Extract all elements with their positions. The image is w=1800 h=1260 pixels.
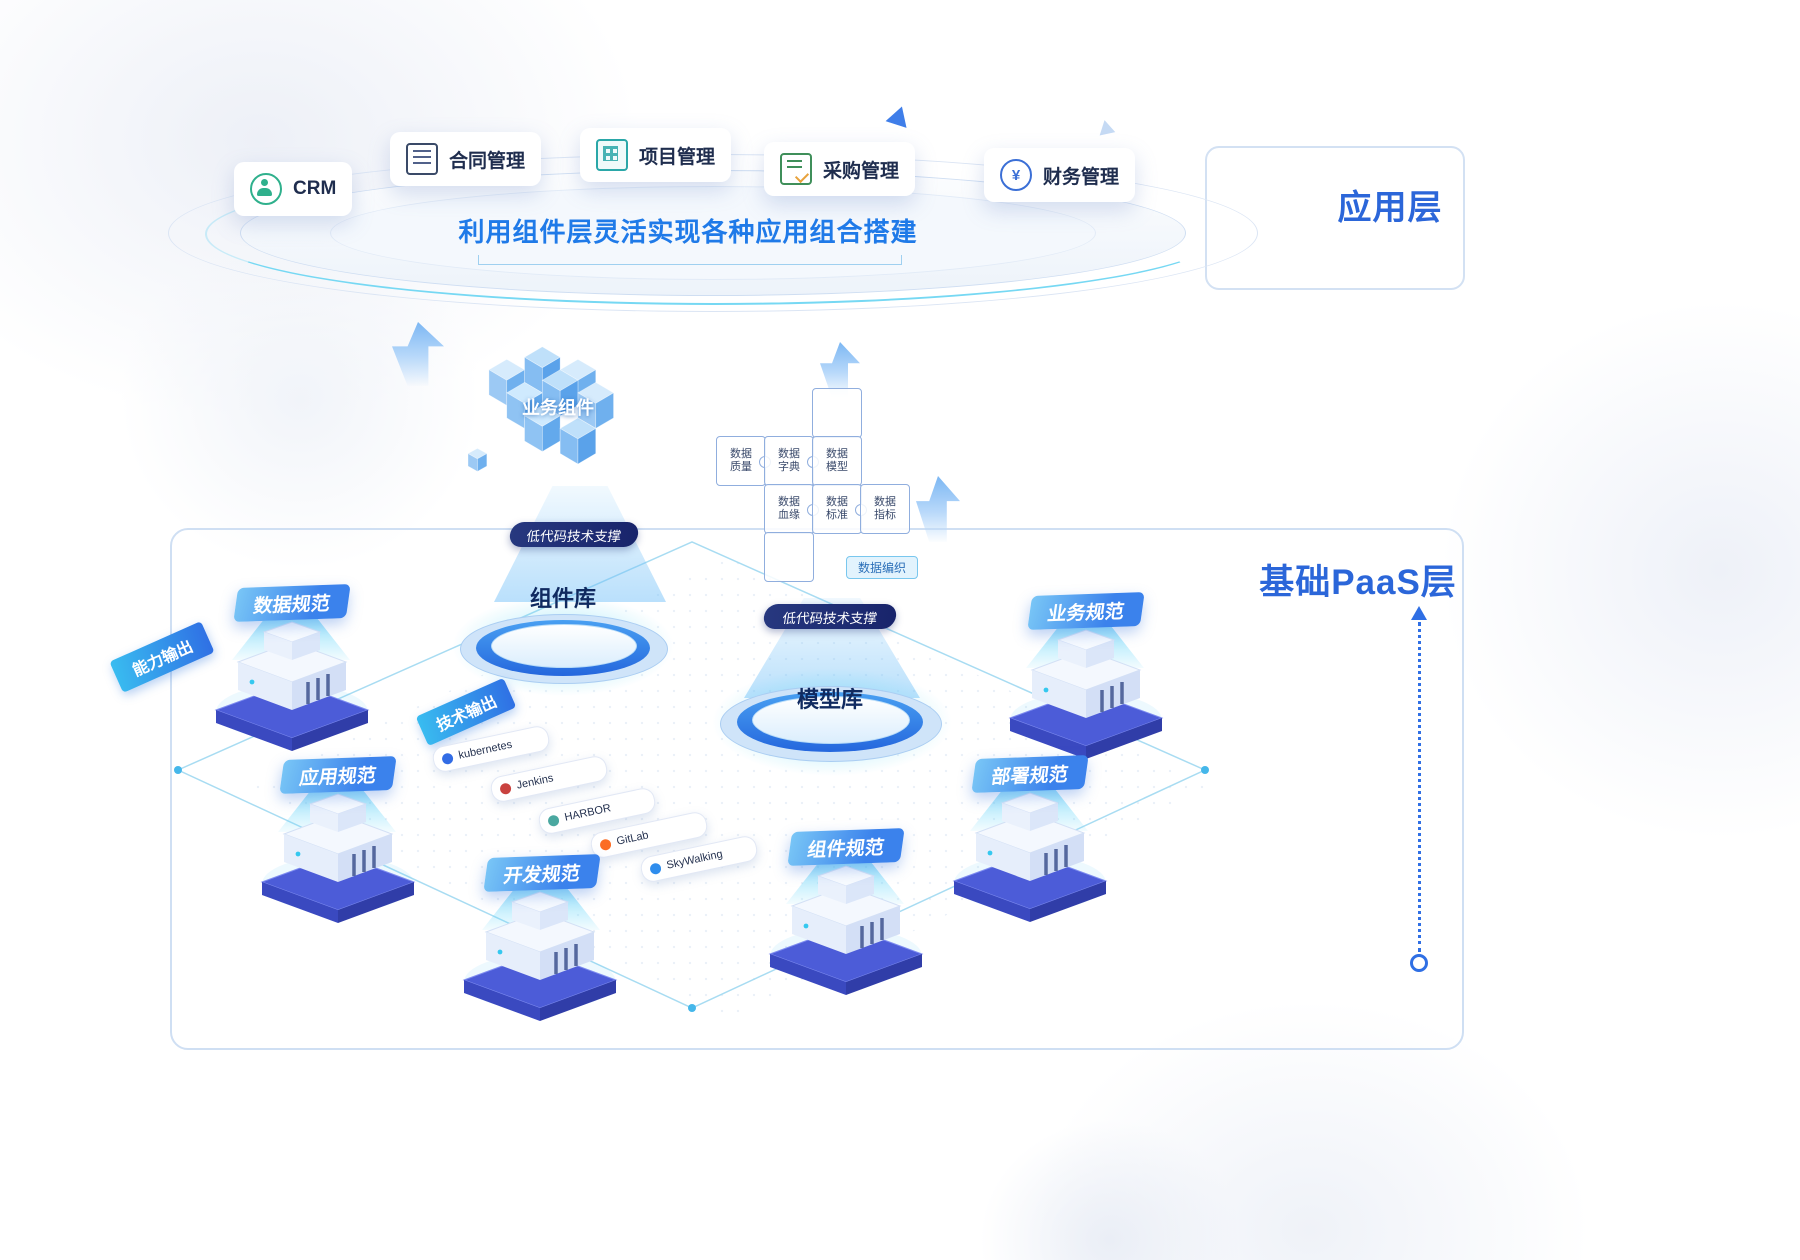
app-layer-label: 应用层	[1337, 189, 1443, 227]
app-card-label: CRM	[293, 178, 337, 199]
project-icon	[596, 139, 628, 171]
spec-pill-business: 业务规范	[1027, 592, 1145, 630]
puzzle-piece: 数据 质量	[716, 436, 771, 486]
crm-icon	[250, 173, 282, 205]
lowcode-support-pill: 低代码技术支撑	[762, 604, 898, 629]
app-card-label: 财务管理	[1043, 166, 1120, 188]
jenkins-icon	[498, 781, 512, 795]
tech-badge-label: kubernetes	[457, 738, 514, 762]
puzzle-piece-empty	[764, 532, 814, 582]
tech-badge-label: SkyWalking	[665, 848, 724, 872]
kubernetes-icon	[440, 751, 454, 765]
app-card-label: 采购管理	[823, 160, 900, 182]
gitlab-icon	[598, 837, 612, 851]
paas-layer-label: 基础PaaS层	[1259, 563, 1457, 602]
puzzle-piece: 数据 模型	[812, 436, 862, 486]
server-tower	[768, 864, 924, 996]
upward-dotted-arrow	[1408, 606, 1430, 972]
lowcode-support-pill: 低代码技术支撑	[508, 522, 640, 547]
harbor-icon	[546, 813, 560, 827]
model-library-label: 模型库	[796, 687, 863, 712]
spec-pill-deployment: 部署规范	[971, 755, 1089, 793]
dotted-line	[1417, 622, 1421, 952]
spec-pill-application: 应用规范	[279, 756, 397, 794]
app-card-crm: CRM	[234, 162, 353, 216]
podium-top	[491, 624, 637, 668]
app-card-project: 项目管理	[580, 128, 732, 182]
arrowhead-icon	[1411, 606, 1427, 620]
business-component-label: 业务组件	[522, 398, 594, 418]
tech-badge-label: Jenkins	[515, 772, 555, 792]
puzzle-piece-empty	[812, 388, 862, 438]
app-card-label: 合同管理	[449, 150, 526, 172]
app-card-label: 项目管理	[639, 146, 716, 168]
arrow-origin-circle	[1410, 954, 1428, 972]
server-tower	[952, 791, 1108, 923]
puzzle-piece: 数据 血缘	[764, 484, 819, 534]
podium-top	[752, 696, 910, 744]
component-library-label: 组件库	[529, 586, 596, 611]
tech-badge-label: HARBOR	[563, 802, 613, 824]
data-fabric-pill: 数据编织	[846, 556, 918, 579]
app-card-finance: ¥ 财务管理	[984, 148, 1136, 202]
banner-title: 利用组件层灵活实现各种应用组合搭建	[458, 217, 918, 247]
server-tower	[260, 792, 416, 924]
tech-badge-label: GitLab	[615, 829, 650, 848]
spec-pill-development: 开发规范	[483, 854, 601, 892]
app-card-procurement: 采购管理	[764, 142, 916, 196]
finance-icon: ¥	[1000, 159, 1032, 191]
server-tower	[1008, 628, 1164, 760]
procurement-icon	[780, 153, 812, 185]
server-tower	[462, 890, 618, 1022]
puzzle-piece: 数据 指标	[860, 484, 910, 534]
spec-pill-component: 组件规范	[787, 828, 905, 866]
skywalking-icon	[648, 861, 662, 875]
puzzle-piece: 数据 标准	[812, 484, 867, 534]
spec-pill-data: 数据规范	[233, 584, 351, 622]
banner-underline	[478, 252, 902, 265]
contract-icon	[406, 143, 438, 175]
server-tower	[214, 620, 370, 752]
app-card-contract: 合同管理	[390, 132, 542, 186]
puzzle-piece: 数据 字典	[764, 436, 819, 486]
